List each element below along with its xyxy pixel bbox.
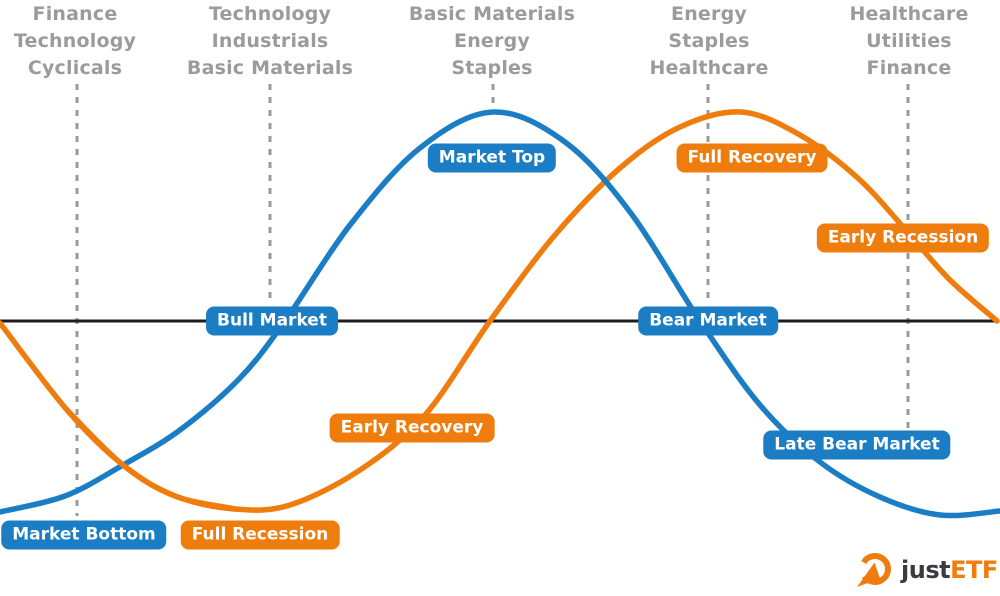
- logo-wordmark: justETF: [901, 558, 998, 582]
- phase-badge-bull-market: Bull Market: [206, 306, 338, 336]
- sector-label-2: Technology Industrials Basic Materials: [186, 3, 354, 79]
- curve-market-cycle-blue: [0, 109, 1000, 519]
- phase-badge-market-bottom: Market Bottom: [1, 520, 167, 550]
- phase-badge-full-recession: Full Recession: [180, 520, 340, 550]
- phase-badge-market-top: Market Top: [427, 143, 557, 173]
- phase-badge-full-recovery: Full Recovery: [676, 143, 828, 173]
- logo-text-just: just: [901, 556, 951, 584]
- sector-label-5: Healthcare Utilities Finance: [849, 3, 969, 79]
- phase-badge-early-recession: Early Recession: [816, 223, 990, 253]
- logo-text-etf: ETF: [950, 556, 998, 584]
- sector-label-4: Energy Staples Healthcare: [649, 3, 769, 79]
- justetf-gauge-icon: [857, 553, 891, 587]
- curve-economic-cycle-orange-overlay: [64, 407, 238, 512]
- phase-badge-late-bear-market: Late Bear Market: [763, 430, 951, 460]
- sector-label-3: Basic Materials Energy Staples: [408, 3, 576, 79]
- justetf-logo: justETF: [854, 550, 998, 590]
- phase-badge-bear-market: Bear Market: [638, 306, 778, 336]
- phase-badge-early-recovery: Early Recovery: [329, 413, 495, 443]
- sector-label-1: Finance Technology Cyclicals: [13, 3, 137, 79]
